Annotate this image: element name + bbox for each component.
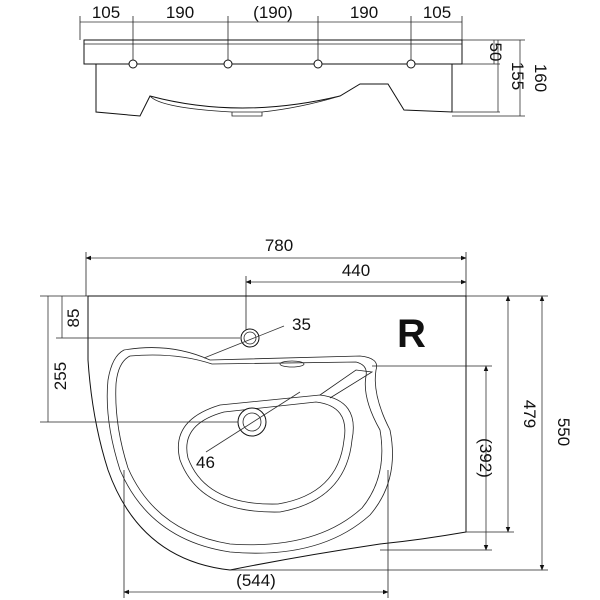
dim-46: 46 [196, 453, 215, 472]
top-dim-3: (190) [253, 3, 293, 22]
mount-hole-1 [128, 59, 138, 69]
height-50: 50 [486, 43, 505, 62]
overflow-slot [279, 360, 305, 368]
dim-85: 85 [64, 309, 83, 328]
tap-hole-leader [203, 325, 285, 359]
height-160: 160 [531, 64, 550, 92]
dim-550: 550 [554, 418, 573, 446]
front-elevation-view: 105 190 (190) 190 105 50 155 160 [79, 3, 550, 117]
top-dim-4: 190 [350, 3, 378, 22]
drain-leader [205, 391, 301, 453]
dim-392: (392) [476, 438, 495, 478]
mount-hole-2 [223, 59, 233, 69]
basin-body-profile [95, 64, 453, 117]
basin-outline [87, 295, 467, 571]
drain-hole [237, 407, 267, 437]
mount-hole-4 [406, 59, 416, 69]
dim-479: 479 [520, 400, 539, 428]
inner-rim [106, 347, 393, 554]
mount-hole-3 [313, 59, 323, 69]
top-dim-1: 105 [92, 3, 120, 22]
bowl [178, 394, 354, 513]
top-dim-2: 190 [166, 3, 194, 22]
plan-view: 780 440 35 46 85 255 R [40, 236, 573, 598]
dim-35: 35 [292, 315, 311, 334]
dim-255: 255 [51, 362, 70, 390]
dim-780: 780 [265, 236, 293, 255]
side-mark-r: R [397, 312, 426, 356]
height-155: 155 [508, 62, 527, 90]
top-dim-5: 105 [423, 3, 451, 22]
dim-440: 440 [342, 261, 370, 280]
rim-slab [83, 39, 463, 65]
dim-544: (544) [236, 571, 276, 590]
